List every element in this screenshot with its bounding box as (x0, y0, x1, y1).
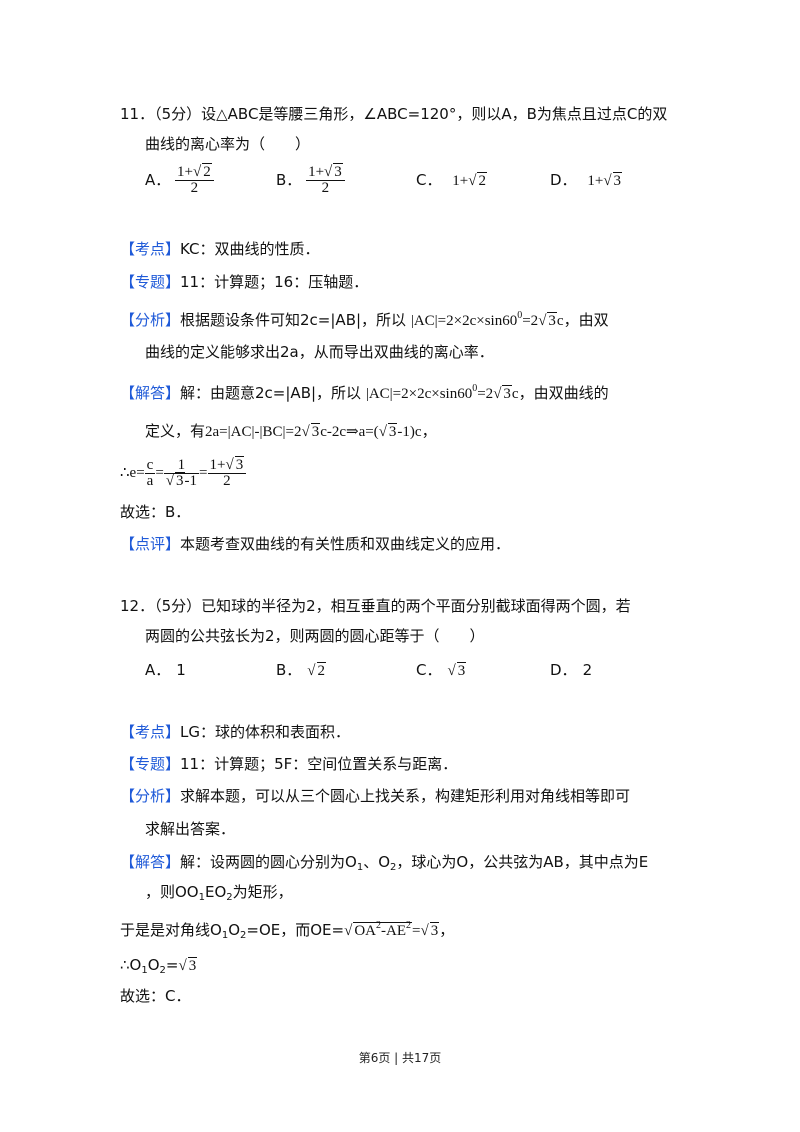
page-footer: 第6页 | 共17页 (358, 1051, 442, 1065)
q12-jieda-line1: 【解答】解：设两圆的圆心分别为O1、O2，球心为O，公共弦为AB，其中点为E (120, 853, 649, 873)
q12-option-b: B．√2 (276, 661, 327, 679)
q12-kaodian: 【考点】LG：球的体积和表面积． (120, 723, 350, 741)
q12-diagonal-line: 于是是对角线O1O2=OE，而OE=√OA2-AE2=√3， (120, 920, 455, 941)
q12-option-d: D．2 (550, 661, 593, 679)
kaodian-tag: 【考点】 (120, 723, 181, 741)
zhuanti-tag: 【专题】 (120, 273, 181, 291)
q11-answer: 故选：B． (120, 503, 191, 521)
q12-jieda-line2: ，则OO1EO2为矩形， (145, 883, 293, 903)
q12-stem-line1: 12．（5分）已知球的半径为2，相互垂直的两个平面分别截球面得两个圆，若 (120, 597, 631, 615)
q11-option-b: B． 1+√3 2 (276, 162, 345, 198)
q11-stem-line2: 曲线的离心率为（ ） (145, 135, 311, 153)
q12-fenxi-line1: 【分析】求解本题，可以从三个圆心上找关系，构建矩形利用对角线相等即可 (120, 787, 631, 805)
q11-fenxi-line1: 【分析】根据题设条件可知2c=|AB|，所以 |AC|=2×2c×sin600=… (120, 310, 609, 329)
q11-option-d: D． 1+√3 (550, 171, 623, 189)
q11-fenxi-formula: |AC|=2×2c×sin600=2√3c (410, 310, 564, 329)
q11-zhuanti: 【专题】11：计算题；16：压轴题． (120, 273, 369, 291)
jieda-tag: 【解答】 (120, 384, 181, 402)
fenxi-tag: 【分析】 (120, 311, 181, 329)
q11-option-c: C． 1+√2 (416, 171, 487, 189)
q12-answer: 故选：C． (120, 987, 191, 1005)
q11-option-a-fraction: 1+√2 2 (175, 163, 214, 196)
q12-result-line: ∴O1O2=√3 (120, 956, 198, 976)
q11-option-a: A． 1+√2 2 (145, 162, 214, 198)
q11-dianping: 【点评】本题考查双曲线的有关性质和双曲线定义的应用． (120, 535, 511, 553)
q12-stem-line2: 两圆的公共弦长为2，则两圆的圆心距等于（ ） (145, 627, 485, 645)
q12-zhuanti: 【专题】11：计算题；5F：空间位置关系与距离． (120, 755, 458, 773)
q12-option-c: C．√3 (416, 661, 467, 679)
kaodian-tag: 【考点】 (120, 240, 181, 258)
q12-fenxi-line2: 求解出答案． (145, 820, 236, 838)
q11-jieda-line2: 定义，有2a=|AC|-|BC|=2√3c-2c⇒a=(√3-1)c， (145, 422, 437, 440)
q11-fenxi-line2: 曲线的定义能够求出2a，从而导出双曲线的离心率． (145, 343, 494, 361)
jieda-tag: 【解答】 (120, 853, 181, 871)
dianping-tag: 【点评】 (120, 535, 181, 553)
q11-jieda-formula: |AC|=2×2c×sin600=2√3c (365, 383, 519, 402)
fenxi-tag: 【分析】 (120, 787, 181, 805)
q11-stem-line1: 11．（5分）设△ABC是等腰三角形，∠ABC=120°，则以A，B为焦点且过点… (120, 105, 668, 123)
q11-option-b-fraction: 1+√3 2 (306, 163, 345, 196)
q11-jieda-line1: 【解答】解：由题意2c=|AB|，所以 |AC|=2×2c×sin600=2√3… (120, 383, 609, 402)
zhuanti-tag: 【专题】 (120, 755, 181, 773)
q12-option-a: A．1 (145, 661, 186, 679)
q11-kaodian: 【考点】KC：双曲线的性质． (120, 240, 320, 258)
